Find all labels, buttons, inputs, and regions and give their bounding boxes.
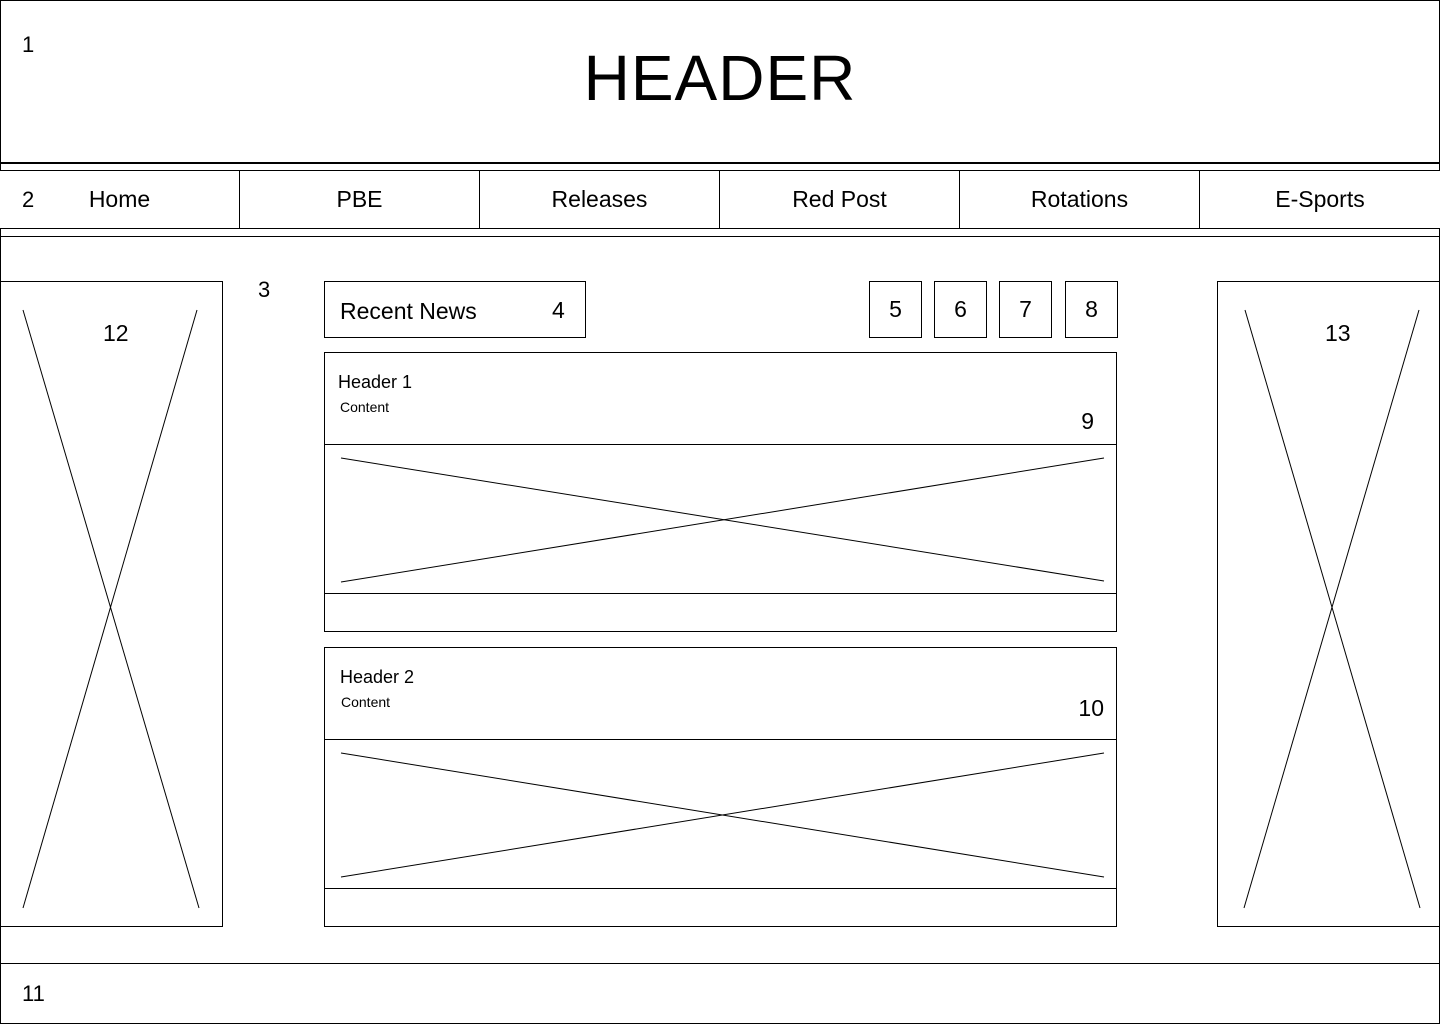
nav-item-home[interactable]: Home bbox=[0, 171, 240, 228]
image-placeholder-icon bbox=[340, 752, 1105, 878]
image-placeholder-icon bbox=[1243, 309, 1421, 909]
nav-divider bbox=[0, 236, 1440, 237]
pager-label: 5 bbox=[889, 296, 902, 322]
news-card-marker: 9 bbox=[1081, 408, 1094, 434]
news-card-header: Header 2 Content 10 bbox=[325, 648, 1116, 740]
footer-marker: 11 bbox=[22, 981, 45, 1006]
pager-button-8[interactable]: 8 bbox=[1065, 281, 1118, 338]
header-title: HEADER bbox=[583, 42, 857, 114]
image-placeholder-icon bbox=[340, 457, 1105, 583]
nav-item-label: PBE bbox=[336, 186, 383, 212]
nav-item-rotations[interactable]: Rotations bbox=[960, 171, 1200, 228]
nav-marker: 2 bbox=[22, 187, 35, 212]
right-ad-marker: 13 bbox=[1325, 320, 1351, 346]
recent-news-marker: 4 bbox=[552, 297, 565, 323]
news-card-image bbox=[325, 444, 1116, 594]
news-card-marker: 10 bbox=[1078, 695, 1104, 721]
main-nav: 2 Home PBE Releases Red Post Rotations E… bbox=[0, 170, 1440, 229]
header-marker: 1 bbox=[22, 32, 35, 57]
nav-item-pbe[interactable]: PBE bbox=[240, 171, 480, 228]
recent-news-tab[interactable]: Recent News 4 bbox=[324, 281, 586, 338]
news-card-footer bbox=[325, 593, 1116, 631]
news-card[interactable]: Header 1 Content 9 bbox=[324, 352, 1117, 632]
main-marker: 3 bbox=[258, 277, 271, 302]
news-card-header: Header 1 Content 9 bbox=[325, 353, 1116, 445]
nav-item-label: Rotations bbox=[1030, 186, 1129, 212]
left-ad-marker: 12 bbox=[103, 320, 129, 346]
news-card-content: Content bbox=[340, 399, 390, 415]
right-ad-placeholder[interactable]: 13 bbox=[1217, 281, 1440, 927]
pager-label: 6 bbox=[954, 296, 967, 322]
news-card[interactable]: Header 2 Content 10 bbox=[324, 647, 1117, 927]
pager-button-6[interactable]: 6 bbox=[934, 281, 987, 338]
news-card-content: Content bbox=[341, 694, 391, 710]
nav-item-label: Red Post bbox=[792, 186, 887, 212]
news-card-title: Header 1 bbox=[338, 372, 413, 392]
pager-label: 8 bbox=[1085, 296, 1098, 322]
nav-item-label: E-Sports bbox=[1275, 186, 1365, 212]
news-card-footer bbox=[325, 888, 1116, 926]
site-header: 1 HEADER bbox=[0, 0, 1440, 164]
recent-news-label: Recent News bbox=[340, 298, 477, 324]
site-footer: 11 bbox=[0, 963, 1440, 1024]
news-card-image bbox=[325, 739, 1116, 889]
pager-label: 7 bbox=[1019, 296, 1032, 322]
nav-item-label: Home bbox=[88, 186, 151, 212]
nav-item-releases[interactable]: Releases bbox=[480, 171, 720, 228]
pager-button-5[interactable]: 5 bbox=[869, 281, 922, 338]
image-placeholder-icon bbox=[22, 309, 200, 909]
left-ad-placeholder[interactable]: 12 bbox=[0, 281, 223, 927]
news-card-title: Header 2 bbox=[340, 667, 415, 687]
nav-item-red-post[interactable]: Red Post bbox=[720, 171, 960, 228]
nav-item-e-sports[interactable]: E-Sports bbox=[1200, 171, 1440, 228]
nav-item-label: Releases bbox=[551, 186, 648, 212]
pager-button-7[interactable]: 7 bbox=[999, 281, 1052, 338]
